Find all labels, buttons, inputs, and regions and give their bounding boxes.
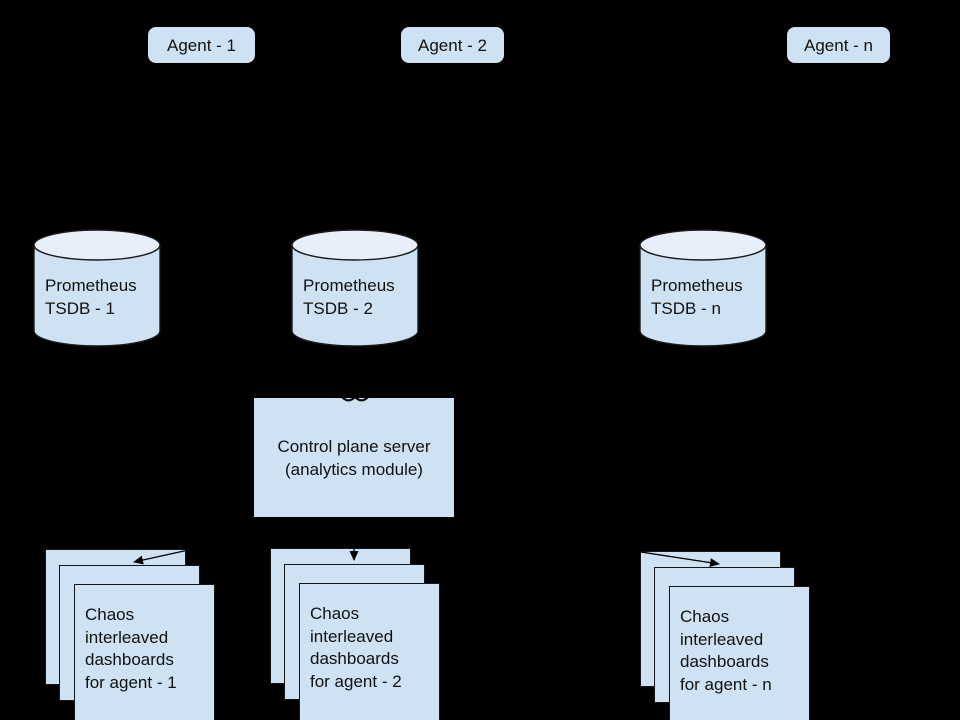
stacked-page-icon: Chaos interleaved dashboards for agent -… <box>669 586 810 720</box>
node-dashboards-2: Chaos interleaved dashboards for agent -… <box>270 548 441 720</box>
node-tsdb-n: Prometheus TSDB - n <box>639 229 767 347</box>
agent-2-label: Agent - 2 <box>418 35 487 55</box>
agent-1-label: Agent - 1 <box>167 35 236 55</box>
tsdb-1-label: Prometheus TSDB - 1 <box>45 276 137 318</box>
node-agent-2: Agent - 2 <box>401 27 504 63</box>
node-agent-n: Agent - n <box>787 27 890 63</box>
agent-n-label: Agent - n <box>804 35 873 55</box>
dashboards-1-label: Chaos interleaved dashboards for agent -… <box>85 605 177 692</box>
control-plane-label: Control plane server (analytics module) <box>277 436 431 479</box>
dashboards-n-label: Chaos interleaved dashboards for agent -… <box>680 607 772 694</box>
node-control-plane-server: Control plane server (analytics module) <box>254 398 454 517</box>
tsdb-2-label: Prometheus TSDB - 2 <box>303 276 395 318</box>
database-cylinder-icon <box>291 229 419 347</box>
database-cylinder-icon <box>33 229 161 347</box>
node-agent-1: Agent - 1 <box>148 27 255 63</box>
node-tsdb-1: Prometheus TSDB - 1 <box>33 229 161 347</box>
dashboards-2-label: Chaos interleaved dashboards for agent -… <box>310 604 402 691</box>
database-cylinder-icon <box>639 229 767 347</box>
tsdb-n-label: Prometheus TSDB - n <box>651 276 743 318</box>
stacked-page-icon: Chaos interleaved dashboards for agent -… <box>299 583 440 720</box>
node-tsdb-2: Prometheus TSDB - 2 <box>291 229 419 347</box>
node-dashboards-n: Chaos interleaved dashboards for agent -… <box>640 551 811 720</box>
node-dashboards-1: Chaos interleaved dashboards for agent -… <box>45 549 216 720</box>
stacked-page-icon: Chaos interleaved dashboards for agent -… <box>74 584 215 720</box>
